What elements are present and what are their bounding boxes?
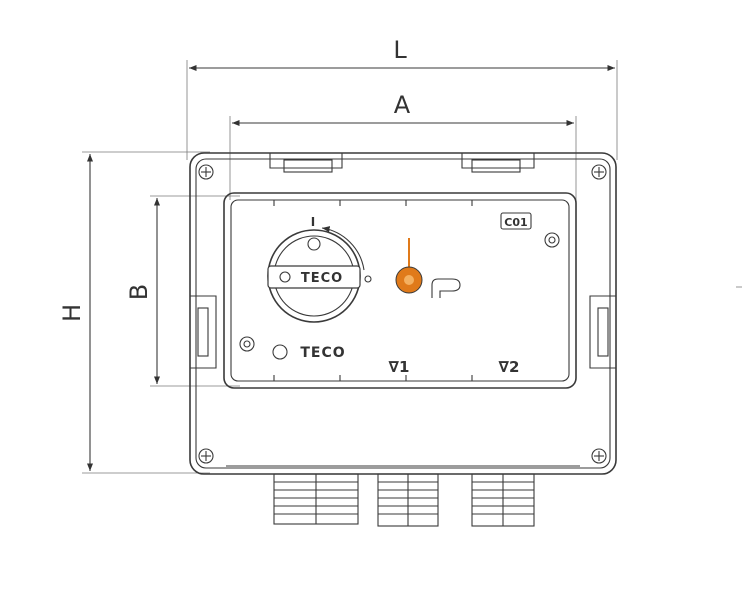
cable-gland-3 [471, 473, 535, 527]
corner-screw-bottom-right-icon [591, 448, 607, 464]
cable-gland-2 [377, 473, 439, 527]
dimension-A-label: A [394, 91, 411, 119]
dimension-B-label: B [125, 284, 153, 300]
valve-2-label: ∇2 [499, 358, 520, 376]
teco-logo-icon [279, 271, 291, 283]
rotary-knob[interactable]: TECO [267, 229, 361, 323]
valve-1-label: ∇1 [389, 358, 410, 376]
teco-panel-logo-icon [272, 344, 288, 360]
indicator-light [395, 238, 423, 294]
knob-brand-label: TECO [301, 271, 343, 286]
panel-brand: TECO [272, 344, 345, 361]
position-dot-icon [364, 275, 372, 283]
panel-brand-label: TECO [300, 345, 345, 361]
dimension-H-label: H [58, 304, 86, 322]
dimension-L: L [186, 36, 618, 160]
enclosure-body [189, 152, 617, 475]
corner-screw-top-right-icon [591, 164, 607, 180]
dimension-H: H [58, 151, 210, 474]
dimension-L-label: L [393, 36, 407, 64]
switch-position-mark: I [311, 215, 315, 229]
front-cover [223, 192, 577, 389]
corner-screw-top-left-icon [198, 164, 214, 180]
cover-tag: C01 [500, 212, 532, 230]
cover-tag-label: C01 [504, 216, 527, 229]
dimension-B: B [125, 195, 240, 387]
dimension-A: A [229, 91, 577, 200]
cable-gland-1 [273, 473, 359, 525]
faucet-icon [431, 278, 461, 298]
rotation-arrow-icon [321, 226, 365, 271]
corner-screw-bottom-left-icon [198, 448, 214, 464]
